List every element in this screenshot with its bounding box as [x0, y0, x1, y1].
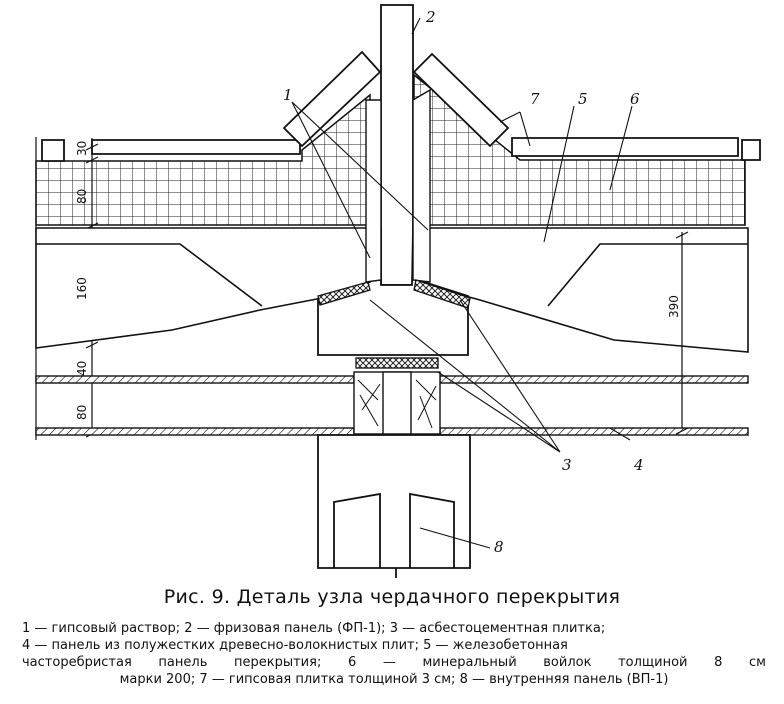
ribbed-floor-panel — [35, 227, 749, 353]
figure-caption: Рис. 9. Деталь узла чердачного перекрыти… — [163, 586, 621, 608]
legend-line: 1 — гипсовый раствор; 2 — фризовая панел… — [22, 621, 606, 636]
inner-panel — [317, 434, 471, 578]
callout-1: 1 — [283, 86, 293, 104]
callout-6: 6 — [630, 90, 640, 108]
dim-80-top: 80 — [75, 189, 89, 204]
legend-line: часторебристая панель перекрытия; 6 — ми… — [22, 655, 766, 670]
dim-160: 160 — [75, 277, 89, 300]
callout-2: 2 — [425, 8, 436, 26]
callout-3: 3 — [562, 456, 572, 474]
legend-line: 4 — панель из полужестких древесно-волок… — [22, 638, 568, 653]
callout-5: 5 — [578, 90, 588, 108]
dim-80-bottom: 80 — [75, 405, 89, 420]
figure-legend: 1 — гипсовый раствор; 2 — фризовая панел… — [22, 620, 766, 688]
legend-line: марки 200; 7 — гипсовая плитка толщиной … — [119, 672, 669, 687]
gypsum-mortar — [365, 88, 431, 283]
frieze-panel — [317, 4, 469, 356]
callout-7: 7 — [530, 90, 540, 108]
callout-4: 4 — [633, 456, 644, 474]
callout-8: 8 — [494, 538, 504, 556]
asbestos-cement-tiles — [317, 279, 471, 369]
dim-390: 390 — [667, 295, 681, 318]
fibreboard-panel — [35, 371, 749, 436]
right-dimension-line — [675, 231, 689, 435]
dim-40: 40 — [75, 361, 89, 376]
dim-30: 30 — [75, 141, 89, 156]
leader-lines — [291, 17, 633, 549]
gypsum-tiles — [41, 50, 761, 162]
attic-floor-joint-drawing: 30 80 160 40 80 390 1 2 3 4 5 6 7 8 — [35, 4, 761, 578]
